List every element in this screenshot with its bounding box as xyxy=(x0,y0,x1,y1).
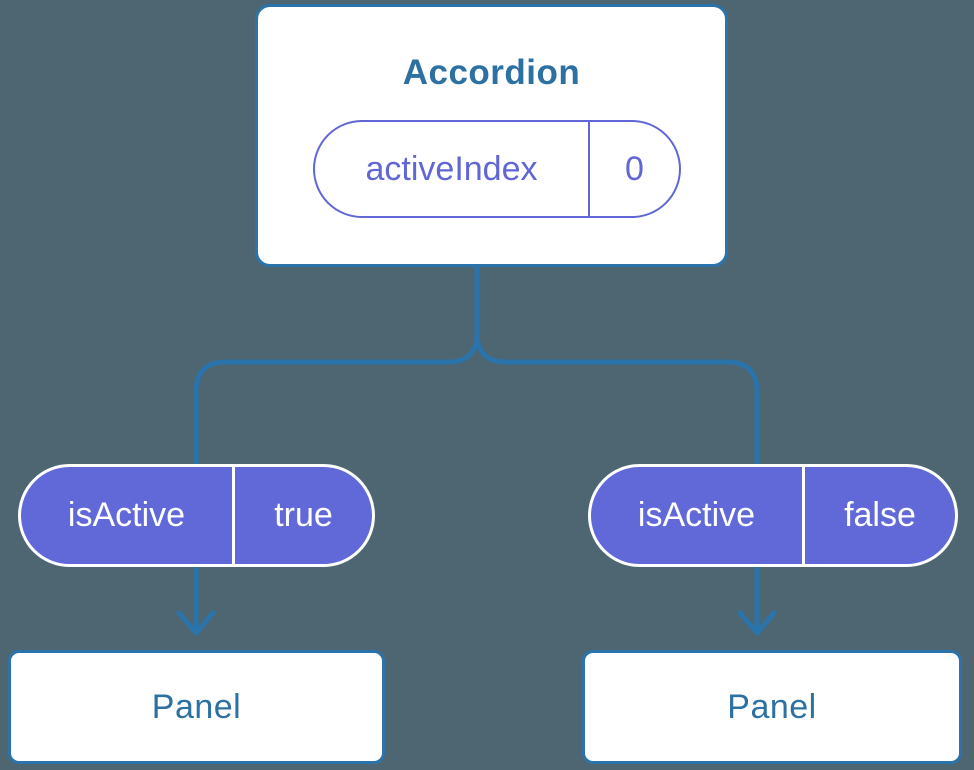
prop-pill-label: isActive xyxy=(21,467,235,564)
state-pill-value: 0 xyxy=(625,149,644,188)
panel-component-node-left: Panel xyxy=(8,650,385,764)
root-to-left-child-connector xyxy=(193,264,480,631)
state-pill-label: activeIndex xyxy=(315,122,590,216)
component-title: Panel xyxy=(151,687,242,726)
root-to-right-child-connector xyxy=(474,264,760,631)
component-title: Panel xyxy=(727,687,817,726)
prop-pill-value: false xyxy=(844,496,916,534)
right-arrow-down-icon xyxy=(737,610,777,636)
left-arrow-down-icon xyxy=(176,610,216,636)
prop-pill-right: isActive false xyxy=(588,464,958,567)
prop-pill-label: isActive xyxy=(591,467,805,564)
component-title: Accordion xyxy=(402,53,581,92)
accordion-component-node: Accordion activeIndex 0 xyxy=(255,4,728,267)
prop-pill-value: true xyxy=(274,496,333,534)
panel-component-node-right: Panel xyxy=(582,650,962,764)
prop-pill-left: isActive true xyxy=(18,464,375,567)
state-pill: activeIndex 0 xyxy=(313,120,681,218)
